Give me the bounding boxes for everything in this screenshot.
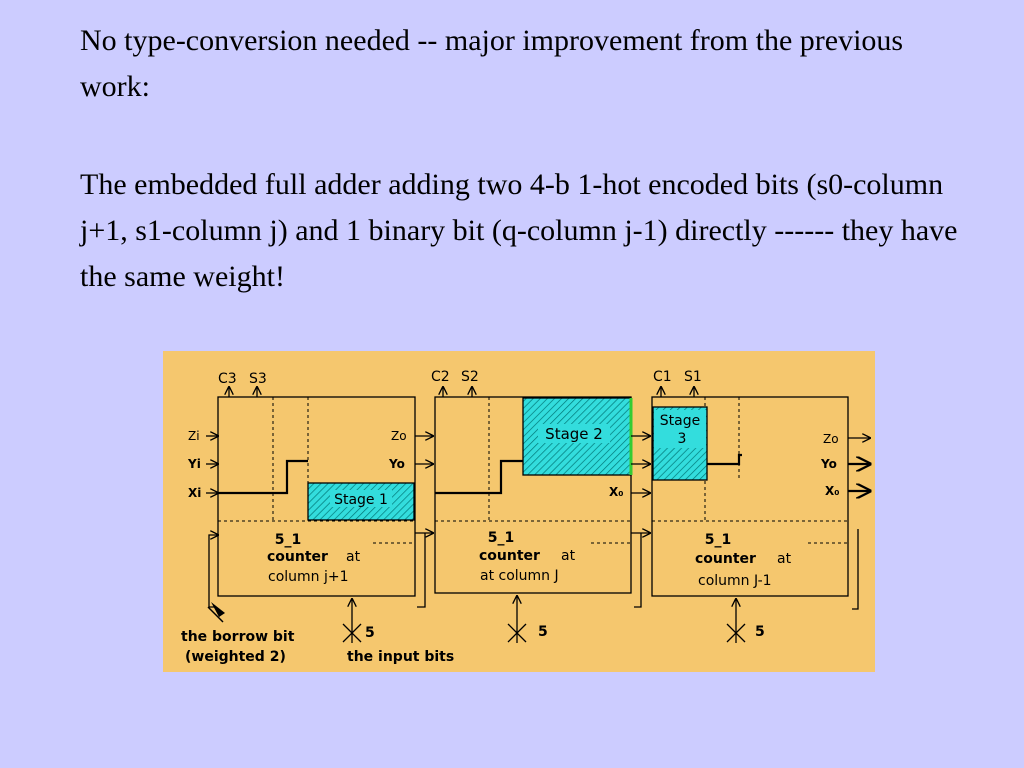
description-paragraph: The embedded full adder adding two 4-b 1… <box>80 168 958 293</box>
borrow-pointer-arrow <box>207 602 225 623</box>
s1-label: S1 <box>684 369 702 385</box>
input-bits-symbols <box>342 596 746 643</box>
stage3-label-line1: Stage <box>660 413 700 429</box>
counter1-column: column j+1 <box>268 569 349 585</box>
input-bits-label: the input bits <box>347 649 454 665</box>
block3-zo-label: Zo <box>823 432 839 446</box>
block-column-j-minus-1 <box>651 396 849 597</box>
s3-label: S3 <box>249 371 267 387</box>
yi-label: Yi <box>187 457 201 471</box>
stage3-label-line2: 3 <box>678 431 687 447</box>
counter1-line1: counter <box>267 549 328 565</box>
counter2-at: at <box>561 548 576 564</box>
block2-xo-label: X₀ <box>609 485 624 499</box>
c1-label: C1 <box>653 369 672 385</box>
block1-zo-label: Zo <box>391 429 407 443</box>
diagram-background <box>163 351 875 672</box>
input-count-1: 5 <box>365 625 375 641</box>
counter3-line1: counter <box>695 551 756 567</box>
block1-yo-label: Yo <box>388 457 405 471</box>
stage2-label: Stage 2 <box>545 425 603 443</box>
counter3-at: at <box>777 551 792 567</box>
block3-yo-label: Yo <box>820 457 837 471</box>
intro-paragraph: No type-conversion needed -- major impro… <box>80 24 904 103</box>
xi-label: Xi <box>188 486 201 500</box>
borrow-label-line1: the borrow bit <box>181 629 295 645</box>
counter3-name: 5_1 <box>705 532 731 548</box>
counter-diagram: C3 S3 C2 S2 C1 S1 Zi Yi Xi Zo Yo X₀ Zo Y… <box>163 351 875 672</box>
top-output-arrows <box>229 387 694 397</box>
counter2-line1: counter <box>479 548 540 564</box>
block3-xo-label: X₀ <box>825 484 840 498</box>
borrow-lines <box>208 529 859 610</box>
input-count-3: 5 <box>755 624 765 640</box>
c3-label: C3 <box>218 371 237 387</box>
counter3-column: column J-1 <box>698 573 772 589</box>
signal-paths <box>218 453 742 495</box>
input-count-2: 5 <box>538 624 548 640</box>
counter1-at: at <box>346 549 361 565</box>
s2-label: S2 <box>461 369 479 385</box>
stage1-label: Stage 1 <box>334 492 388 508</box>
left-input-arrows <box>206 436 218 493</box>
block-column-j <box>434 396 632 594</box>
counter2-column: at column J <box>480 568 559 584</box>
borrow-label-line2: (weighted 2) <box>185 649 286 665</box>
between-block-arrows <box>415 436 870 493</box>
c2-label: C2 <box>431 369 450 385</box>
zi-label: Zi <box>188 429 200 443</box>
counter2-name: 5_1 <box>488 530 514 546</box>
counter1-name: 5_1 <box>275 532 301 548</box>
